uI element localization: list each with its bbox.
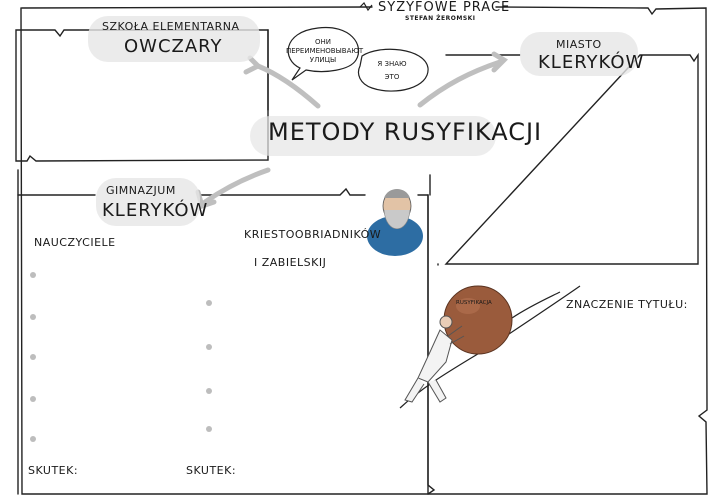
bullet-dot <box>206 300 212 306</box>
speech-bubble-2-line2: ЭТО <box>384 73 400 81</box>
speech-bubble-2: Я ЗНАЮ ЭТО <box>364 60 420 82</box>
center-title: METODY RUSYFIKACJI <box>268 118 543 146</box>
school-label-line1: SZKOŁA ELEMENTARNA <box>102 20 240 33</box>
gymnasium-label-bg <box>96 178 200 226</box>
speech-bubble-1: ОНИ ПЕРЕИМЕНОВЫВАЮТ УЛИЦЫ <box>286 38 364 65</box>
school-label-line2: OWCZARY <box>124 36 223 57</box>
bullet-dot <box>206 388 212 394</box>
header-title: SYZYFOWE PRACE <box>378 0 511 15</box>
speech-bubble-2-line1: Я ЗНАЮ <box>377 60 407 68</box>
teachers-label: NAUCZYCIELE <box>34 236 116 249</box>
bullet-dot <box>30 396 36 402</box>
city-label-bg <box>520 32 638 76</box>
center-title-bg <box>250 116 496 156</box>
bullet-dot <box>30 354 36 360</box>
teacher-names-line2: I ZABIELSKIJ <box>254 256 327 269</box>
bullet-dot <box>206 344 212 350</box>
speech-bubble-1-line1: ОНИ <box>314 38 331 46</box>
bullet-dot <box>206 426 212 432</box>
speech-bubble-1-line2: ПЕРЕИМЕНОВЫВАЮТ <box>286 47 364 55</box>
result-label-left: SKUTEK: <box>28 464 79 477</box>
meaning-label: ZNACZENIE TYTUŁU: <box>566 298 688 311</box>
school-label-bg <box>88 16 260 62</box>
bullet-dot <box>30 272 36 278</box>
bullet-dot <box>30 436 36 442</box>
city-label-line1: MIASTO <box>556 38 602 51</box>
gymnasium-label-line1: GIMNAZJUM <box>106 184 176 197</box>
rock-label: RUSYFIKACJA <box>456 300 492 306</box>
bullet-dot <box>30 314 36 320</box>
city-label-line2: KLERYKÓW <box>538 52 645 73</box>
speech-bubble-1-line3: УЛИЦЫ <box>309 56 337 64</box>
gymnasium-label-line2: KLERYKÓW <box>102 200 209 221</box>
header-author: STEFAN ŻEROMSKI <box>405 15 476 22</box>
result-label-right: SKUTEK: <box>186 464 237 477</box>
teacher-names-line1: KRIESTOOBRIADNIKÓW <box>244 228 382 241</box>
